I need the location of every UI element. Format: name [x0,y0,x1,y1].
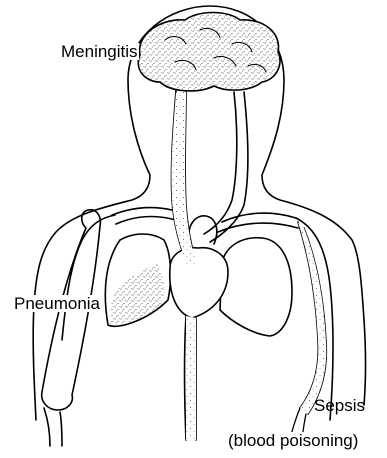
vessel-right-2 [204,92,237,234]
pneumonia-area [110,264,164,324]
meningitis-label: Meningitis [60,43,139,60]
vessel-right-branch-2 [218,223,298,232]
forearm-bone [44,408,50,446]
vessel-left-branch-2 [116,217,176,224]
sepsis-label: Sepsis [313,397,366,414]
brain [138,13,280,91]
heart [170,248,228,318]
blood-poisoning-label: (blood poisoning) [227,432,359,449]
lung-right [220,238,292,336]
forearm-bone-2 [60,412,62,446]
pneumonia-label: Pneumonia [13,295,101,312]
vessel-left-branch [112,208,172,215]
vessel-right-branch [222,213,296,222]
descending-vessel-left [185,316,187,440]
